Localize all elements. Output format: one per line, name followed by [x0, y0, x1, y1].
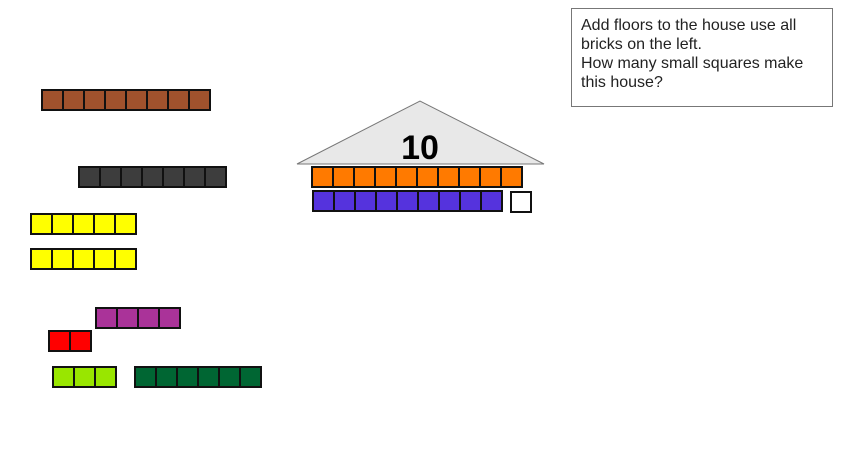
brick-square — [64, 91, 83, 109]
brick-square — [206, 168, 225, 186]
brick-square — [96, 368, 115, 386]
brick-square — [220, 368, 239, 386]
brick-square — [398, 192, 417, 210]
brick-square — [157, 368, 176, 386]
brick-square — [502, 168, 521, 186]
brick-square — [95, 250, 114, 268]
brick-yellow-a[interactable] — [30, 213, 137, 235]
brick-square — [335, 192, 354, 210]
brick-square — [148, 91, 167, 109]
brick-square — [356, 192, 375, 210]
brick-square — [139, 309, 158, 327]
brick-square — [54, 368, 73, 386]
brick-square — [334, 168, 353, 186]
brick-square — [97, 309, 116, 327]
brick-square — [376, 168, 395, 186]
brick-square — [95, 215, 114, 233]
brick-square — [32, 250, 51, 268]
brick-square — [136, 368, 155, 386]
brick-lime[interactable] — [52, 366, 117, 388]
brick-square — [377, 192, 396, 210]
brick-square — [32, 215, 51, 233]
brick-square — [74, 250, 93, 268]
brick-square — [313, 168, 332, 186]
brick-brown[interactable] — [41, 89, 211, 111]
brick-square — [185, 168, 204, 186]
brick-square — [50, 332, 69, 350]
brick-red[interactable] — [48, 330, 92, 352]
brick-square — [116, 215, 135, 233]
brick-square — [116, 250, 135, 268]
brick-square — [482, 192, 501, 210]
brick-dark-gray[interactable] — [78, 166, 227, 188]
brick-dark-green[interactable] — [134, 366, 262, 388]
brick-square — [106, 91, 125, 109]
brick-square — [190, 91, 209, 109]
brick-square — [122, 168, 141, 186]
brick-purple[interactable] — [95, 307, 181, 329]
brick-square — [43, 91, 62, 109]
brick-square — [71, 332, 90, 350]
brick-square — [127, 91, 146, 109]
brick-square — [160, 309, 179, 327]
brick-square — [85, 91, 104, 109]
brick-square — [53, 215, 72, 233]
brick-square — [397, 168, 416, 186]
brick-square — [53, 250, 72, 268]
brick-square — [439, 168, 458, 186]
brick-square — [178, 368, 197, 386]
brick-square — [101, 168, 120, 186]
brick-square — [355, 168, 374, 186]
brick-square — [418, 168, 437, 186]
instructions-line-2: How many small squares make this house? — [581, 55, 804, 91]
house-floor-blue[interactable] — [312, 190, 503, 212]
brick-square — [75, 368, 94, 386]
brick-square — [241, 368, 260, 386]
brick-square — [74, 215, 93, 233]
brick-square — [419, 192, 438, 210]
brick-square — [440, 192, 459, 210]
brick-square — [164, 168, 183, 186]
house-roof[interactable] — [296, 100, 546, 166]
house-floor-orange[interactable] — [311, 166, 523, 188]
brick-yellow-b[interactable] — [30, 248, 137, 270]
brick-square — [461, 192, 480, 210]
roof-number: 10 — [401, 129, 439, 167]
instructions-textbox[interactable]: Add floors to the house use all bricks o… — [571, 8, 833, 107]
empty-square[interactable] — [510, 191, 532, 213]
brick-square — [118, 309, 137, 327]
brick-square — [460, 168, 479, 186]
brick-square — [169, 91, 188, 109]
instructions-line-1: Add floors to the house use all bricks o… — [581, 17, 797, 53]
brick-square — [199, 368, 218, 386]
brick-square — [314, 192, 333, 210]
brick-square — [143, 168, 162, 186]
brick-square — [481, 168, 500, 186]
brick-square — [80, 168, 99, 186]
